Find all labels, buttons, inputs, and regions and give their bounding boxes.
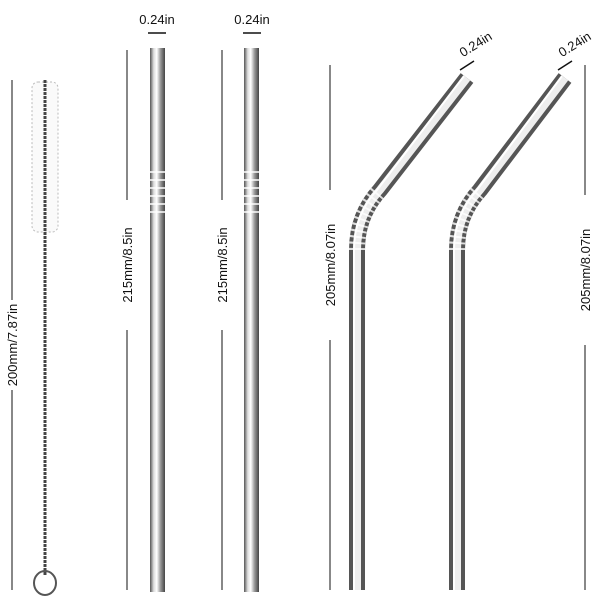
straight-straw-2: 215mm/8.5in 0.24in bbox=[213, 12, 270, 592]
bend-rings bbox=[244, 171, 259, 213]
straw-body bbox=[244, 48, 259, 592]
bend-rings bbox=[150, 171, 165, 213]
length-label: 215mm/8.5in bbox=[120, 227, 135, 302]
cleaning-brush: 200mm/7.87in bbox=[0, 80, 59, 596]
bent-straw-1: 205mm/8.07in 0.24in bbox=[321, 28, 495, 590]
bent-straw-2: 205mm/8.07in 0.24in bbox=[449, 28, 594, 590]
bend-rings bbox=[449, 184, 487, 251]
brush-loop bbox=[33, 570, 57, 596]
diameter-line bbox=[459, 60, 475, 71]
straw-body bbox=[453, 75, 569, 590]
diameter-label: 0.24in bbox=[457, 28, 495, 59]
length-label: 215mm/8.5in bbox=[215, 227, 230, 302]
diameter-line bbox=[557, 60, 573, 71]
straight-straw-1: 215mm/8.5in 0.24in bbox=[118, 12, 175, 592]
bend-rings bbox=[349, 184, 387, 251]
length-label: 205mm/8.07in bbox=[323, 224, 338, 306]
diameter-label: 0.24in bbox=[556, 28, 594, 59]
diameter-label: 0.24in bbox=[234, 12, 269, 27]
diameter-label: 0.24in bbox=[139, 12, 174, 27]
straw-body bbox=[150, 48, 165, 592]
brush-length-label: 200mm/7.87in bbox=[5, 304, 20, 386]
length-label: 205mm/8.07in bbox=[578, 229, 593, 311]
